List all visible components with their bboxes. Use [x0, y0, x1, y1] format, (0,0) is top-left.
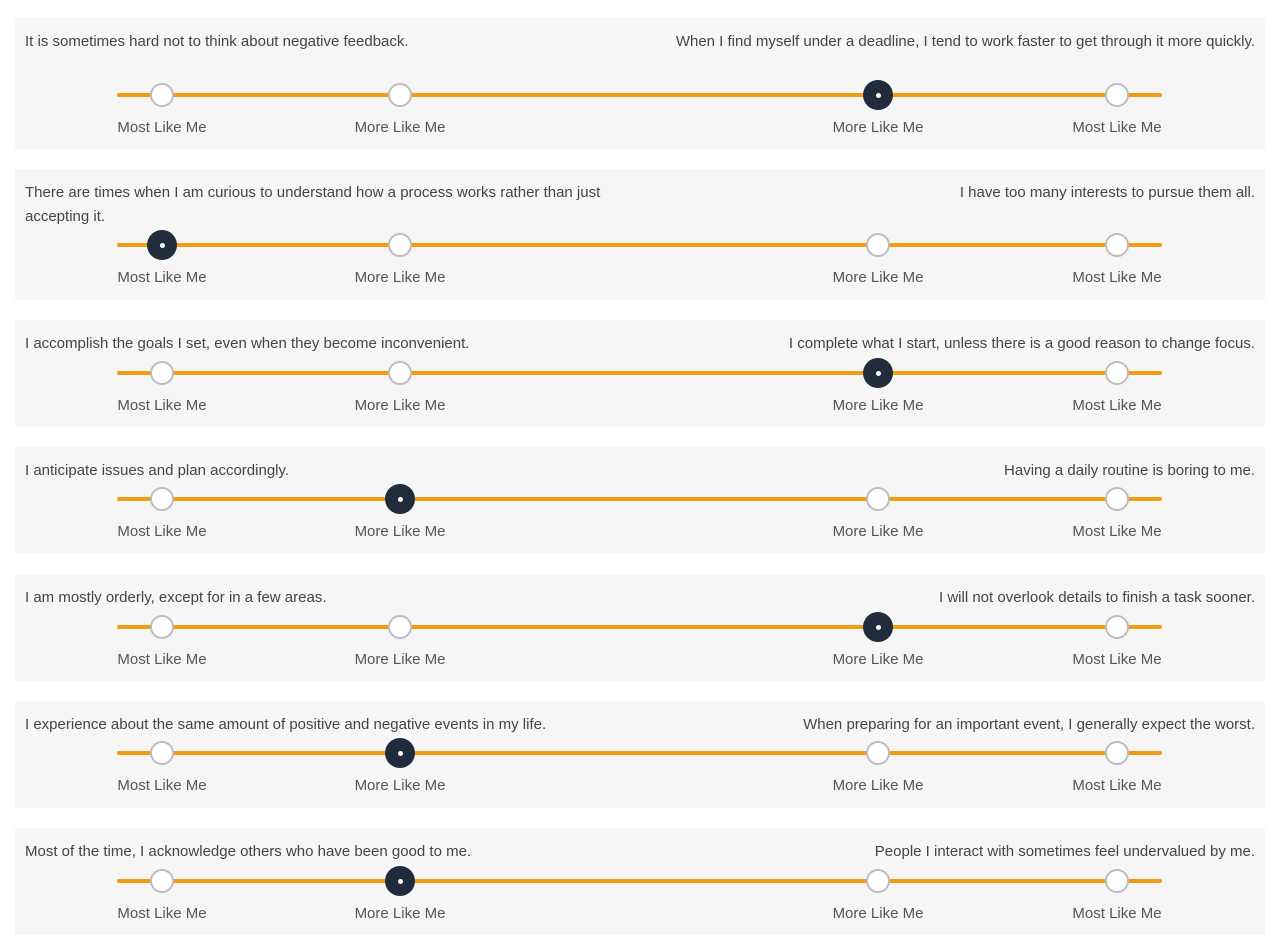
scale-track: [117, 371, 1162, 375]
scale-option-selected[interactable]: [385, 866, 415, 896]
scale-option-label: More Like Me: [354, 119, 446, 136]
scale-option[interactable]: [866, 869, 890, 893]
statement-right: I complete what I start, unless there is…: [788, 335, 1255, 352]
question-item: It is sometimes hard not to think about …: [15, 18, 1265, 149]
scale-option-selected[interactable]: [385, 484, 415, 514]
statement-left: Most of the time, I acknowledge others w…: [25, 843, 472, 860]
statement-left: There are times when I am curious to und…: [25, 184, 601, 225]
question-item: I am mostly orderly, except for in a few…: [15, 574, 1265, 681]
scale-option-label: More Like Me: [832, 523, 924, 540]
scale-option-label: More Like Me: [832, 397, 924, 414]
scale-option[interactable]: [1105, 615, 1129, 639]
statement-right: I will not overlook details to finish a …: [939, 589, 1255, 606]
scale-option-label: More Like Me: [354, 269, 446, 286]
statement-right: Having a daily routine is boring to me.: [1004, 462, 1255, 479]
question-item: I accomplish the goals I set, even when …: [15, 320, 1265, 427]
scale-option[interactable]: [1105, 361, 1129, 385]
scale-option-label: Most Like Me: [1072, 523, 1162, 540]
question-item: There are times when I am curious to und…: [15, 169, 1265, 300]
scale-option-label: More Like Me: [354, 523, 446, 540]
statement-right: People I interact with sometimes feel un…: [874, 843, 1255, 860]
statement-left: It is sometimes hard not to think about …: [25, 33, 409, 50]
scale-option[interactable]: [1105, 741, 1129, 765]
question-item: I anticipate issues and plan accordingly…: [15, 447, 1265, 554]
scale-option-selected[interactable]: [147, 230, 177, 260]
scale-option[interactable]: [150, 741, 174, 765]
scale-option-label: Most Like Me: [1072, 777, 1162, 794]
scale-option[interactable]: [388, 233, 412, 257]
scale-track: [117, 93, 1162, 97]
statement-left: I experience about the same amount of po…: [25, 716, 547, 733]
scale-option[interactable]: [388, 83, 412, 107]
statement-left: I accomplish the goals I set, even when …: [25, 335, 470, 352]
scale-option-label: Most Like Me: [117, 397, 207, 414]
scale-option-label: More Like Me: [832, 119, 924, 136]
scale-option[interactable]: [866, 487, 890, 511]
scale-option[interactable]: [150, 487, 174, 511]
scale-option[interactable]: [1105, 487, 1129, 511]
scale-option[interactable]: [150, 83, 174, 107]
scale-track: [117, 879, 1162, 883]
scale-option-label: More Like Me: [354, 777, 446, 794]
scale-option-label: Most Like Me: [117, 119, 207, 136]
question-item: I experience about the same amount of po…: [15, 701, 1265, 808]
scale-option[interactable]: [1105, 869, 1129, 893]
scale-option-label: Most Like Me: [117, 651, 207, 668]
scale-option-label: More Like Me: [832, 269, 924, 286]
scale-option[interactable]: [866, 233, 890, 257]
scale-option-label: Most Like Me: [117, 905, 207, 922]
statement-left: I anticipate issues and plan accordingly…: [25, 462, 290, 479]
statement-right: I have too many interests to pursue them…: [959, 184, 1255, 201]
scale-option[interactable]: [150, 615, 174, 639]
scale-track: [117, 497, 1162, 501]
question-item: Most of the time, I acknowledge others w…: [15, 828, 1265, 935]
scale-option[interactable]: [388, 361, 412, 385]
scale-option-label: More Like Me: [832, 777, 924, 794]
scale-option-label: More Like Me: [832, 905, 924, 922]
scale-option[interactable]: [1105, 83, 1129, 107]
scale-option-selected[interactable]: [863, 80, 893, 110]
scale-option[interactable]: [150, 869, 174, 893]
scale-option-selected[interactable]: [385, 738, 415, 768]
scale-option-label: More Like Me: [832, 651, 924, 668]
scale-option-selected[interactable]: [863, 612, 893, 642]
scale-option[interactable]: [866, 741, 890, 765]
scale-option-selected[interactable]: [863, 358, 893, 388]
scale-option-label: Most Like Me: [117, 777, 207, 794]
scale-option-label: Most Like Me: [117, 523, 207, 540]
scale-option-label: Most Like Me: [117, 269, 207, 286]
statement-right: When I find myself under a deadline, I t…: [675, 33, 1255, 50]
scale-option-label: Most Like Me: [1072, 269, 1162, 286]
scale-option-label: More Like Me: [354, 397, 446, 414]
statement-left: I am mostly orderly, except for in a few…: [25, 589, 327, 606]
scale-track: [117, 625, 1162, 629]
statement-right: When preparing for an important event, I…: [803, 716, 1255, 733]
scale-option-label: More Like Me: [354, 905, 446, 922]
scale-option-label: Most Like Me: [1072, 905, 1162, 922]
scale-track: [117, 243, 1162, 247]
scale-option[interactable]: [150, 361, 174, 385]
scale-option[interactable]: [388, 615, 412, 639]
scale-option-label: Most Like Me: [1072, 119, 1162, 136]
scale-track: [117, 751, 1162, 755]
scale-option[interactable]: [1105, 233, 1129, 257]
scale-option-label: More Like Me: [354, 651, 446, 668]
scale-option-label: Most Like Me: [1072, 397, 1162, 414]
scale-option-label: Most Like Me: [1072, 651, 1162, 668]
